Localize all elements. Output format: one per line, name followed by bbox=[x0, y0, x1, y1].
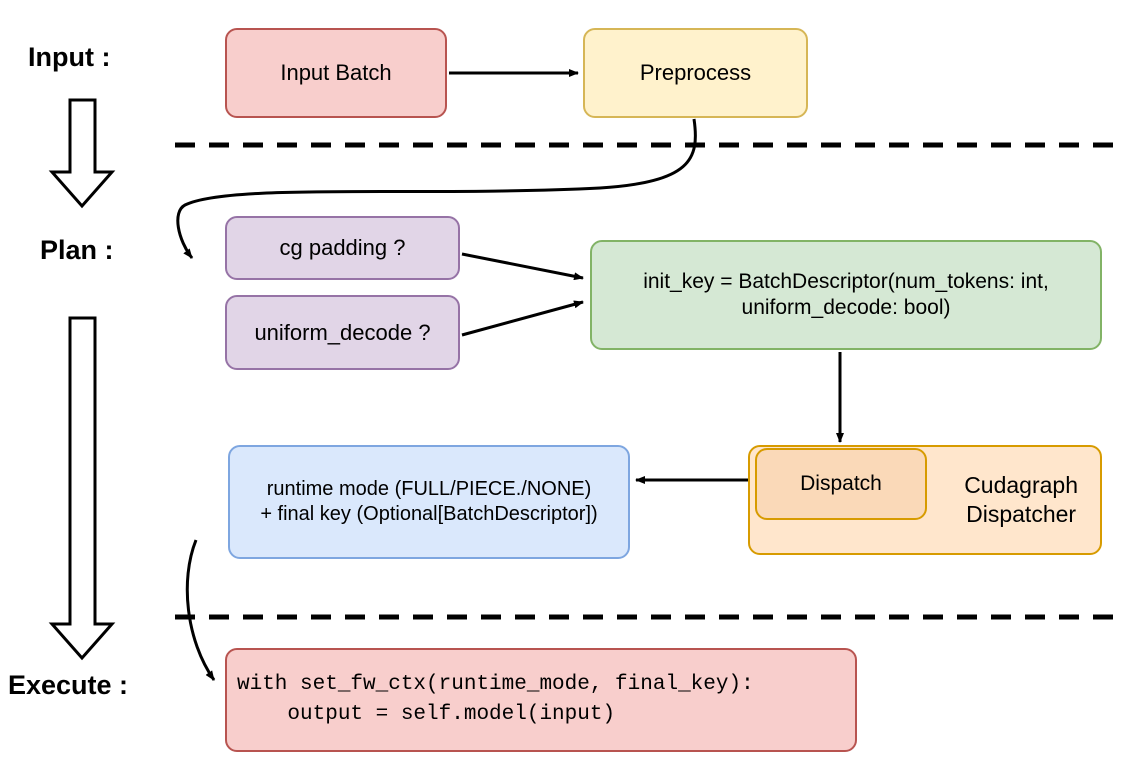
node-runtime-mode[interactable]: runtime mode (FULL/PIECE./NONE) + final … bbox=[228, 445, 630, 559]
node-execute-code[interactable]: with set_fw_ctx(runtime_mode, final_key)… bbox=[225, 648, 857, 752]
node-cg-padding[interactable]: cg padding ? bbox=[225, 216, 460, 280]
node-uniform-decode[interactable]: uniform_decode ? bbox=[225, 295, 460, 370]
node-init-key[interactable]: init_key = BatchDescriptor(num_tokens: i… bbox=[590, 240, 1102, 350]
stage-label-input: Input : bbox=[28, 42, 111, 72]
arrow-uniform-decode-to-init-key bbox=[461, 300, 584, 337]
stage-label-execute: Execute : bbox=[8, 670, 129, 700]
node-input-batch-label: Input Batch bbox=[280, 60, 392, 86]
block-arrow-plan-to-execute bbox=[48, 316, 116, 661]
block-arrow-input-to-plan bbox=[48, 98, 116, 209]
arrow-runtime-mode-to-execute bbox=[185, 539, 216, 681]
node-uniform-decode-label: uniform_decode ? bbox=[254, 319, 431, 345]
node-preprocess[interactable]: Preprocess bbox=[583, 28, 808, 118]
node-preprocess-label: Preprocess bbox=[639, 60, 752, 86]
node-init-key-label: init_key = BatchDescriptor(num_tokens: i… bbox=[643, 269, 1049, 319]
node-execute-code-text: with set_fw_ctx(runtime_mode, final_key)… bbox=[237, 672, 754, 726]
node-cudagraph-dispatcher-label: Cudagraph Dispatcher bbox=[964, 472, 1078, 527]
node-runtime-mode-label: runtime mode (FULL/PIECE./NONE) + final … bbox=[260, 478, 598, 525]
stage-label-plan: Plan : bbox=[40, 235, 114, 265]
node-cg-padding-label: cg padding ? bbox=[279, 235, 406, 261]
node-dispatch-label: Dispatch bbox=[800, 471, 882, 495]
node-dispatch[interactable]: Dispatch bbox=[755, 448, 927, 520]
arrow-cg-padding-to-init-key bbox=[461, 252, 584, 281]
node-input-batch[interactable]: Input Batch bbox=[225, 28, 447, 118]
